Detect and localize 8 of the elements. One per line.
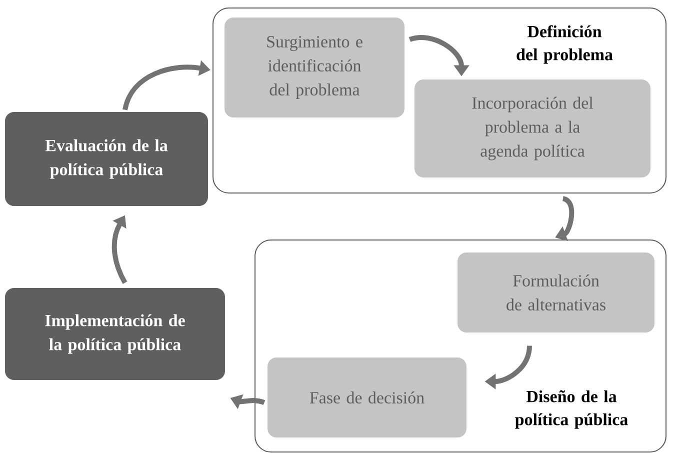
- group-heading: Definición del problema: [516, 25, 613, 64]
- stage-box: Implementación de la política pública: [5, 288, 225, 380]
- group-heading: Diseño de la política pública: [515, 390, 628, 429]
- stage-box: Evaluación de la política pública: [5, 112, 208, 206]
- step-box: Formulación de alternativas: [458, 252, 654, 332]
- step-box: Surgimiento e identificación del problema: [224, 18, 404, 118]
- step-box: Incorporación del problema a la agenda política: [414, 80, 650, 178]
- step-box: Fase de decisión: [268, 358, 466, 438]
